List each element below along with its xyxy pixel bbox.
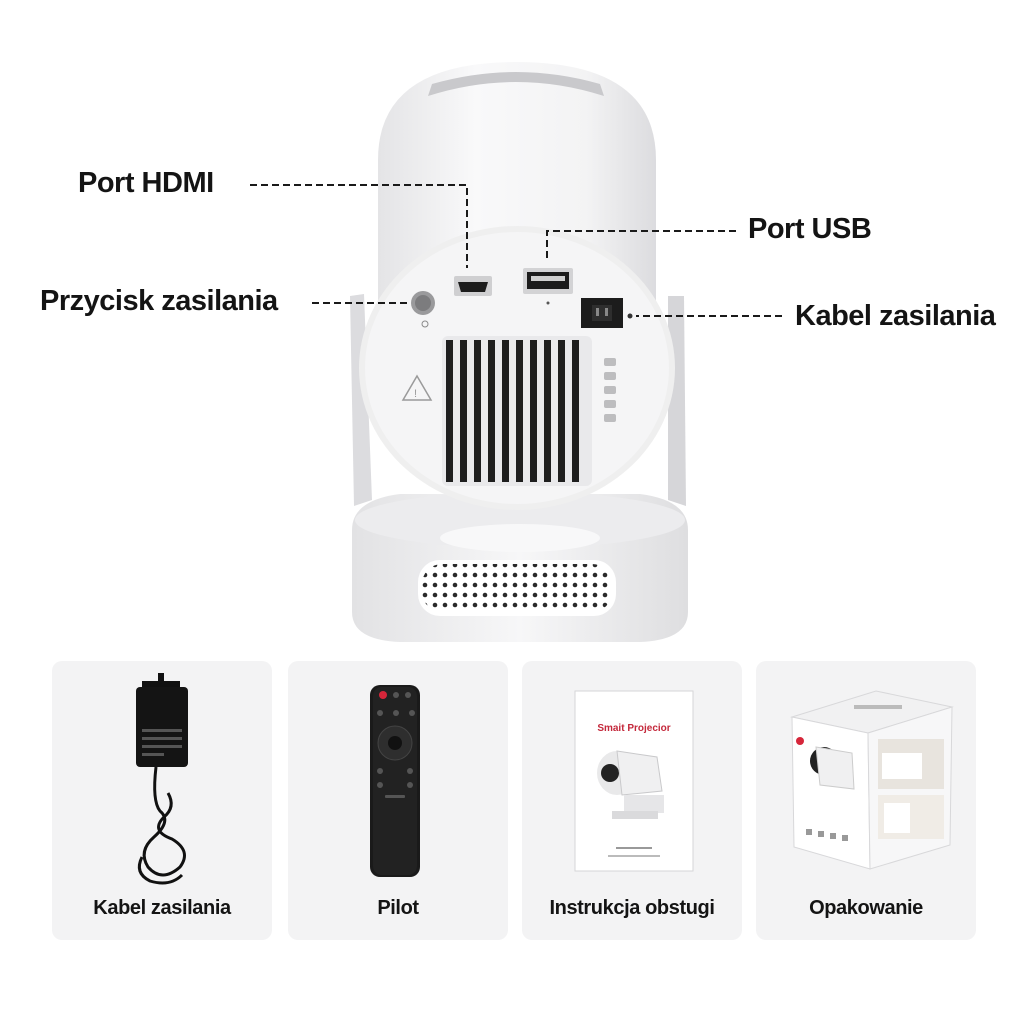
callout-lines bbox=[250, 184, 782, 317]
hdmi-port bbox=[454, 276, 492, 296]
manual-booklet-icon: Smait Projecior bbox=[574, 690, 694, 872]
callout-power-cable: Kabel zasilania bbox=[795, 300, 996, 332]
callout-line-hdmi bbox=[250, 184, 468, 268]
accessory-label: Pilot bbox=[377, 897, 419, 919]
cooling-vents bbox=[442, 336, 592, 486]
usb-port bbox=[523, 268, 573, 305]
callout-line-usb bbox=[546, 230, 736, 262]
remote-control-icon bbox=[370, 685, 420, 877]
power-button bbox=[411, 291, 435, 328]
power-socket bbox=[581, 298, 633, 328]
accessory-card-manual: Smait Projecior Instrukcja obstugi bbox=[522, 661, 742, 940]
accessory-label: Instrukcja obstugi bbox=[549, 897, 715, 919]
projector-base bbox=[352, 492, 688, 642]
power-adapter-icon bbox=[136, 673, 188, 885]
product-box-icon bbox=[790, 690, 954, 870]
svg-text:!: ! bbox=[414, 388, 417, 400]
accessory-card-packaging: Opakowanie bbox=[756, 661, 976, 940]
accessory-card-remote: Pilot bbox=[288, 661, 508, 940]
accessory-label: Opakowanie bbox=[809, 897, 923, 919]
projector-rear-view: ! bbox=[250, 62, 782, 642]
accessory-card-power-cable: Kabel zasilania bbox=[52, 661, 272, 940]
side-markings bbox=[604, 358, 616, 422]
callout-hdmi-port: Port HDMI bbox=[78, 167, 214, 199]
callout-power-button: Przycisk zasilania bbox=[40, 285, 278, 317]
accessory-label: Kabel zasilania bbox=[93, 897, 231, 919]
callout-usb-port: Port USB bbox=[748, 213, 872, 245]
manual-booklet-title: Smait Projecior bbox=[597, 723, 670, 734]
warning-triangle-icon bbox=[401, 374, 433, 401]
